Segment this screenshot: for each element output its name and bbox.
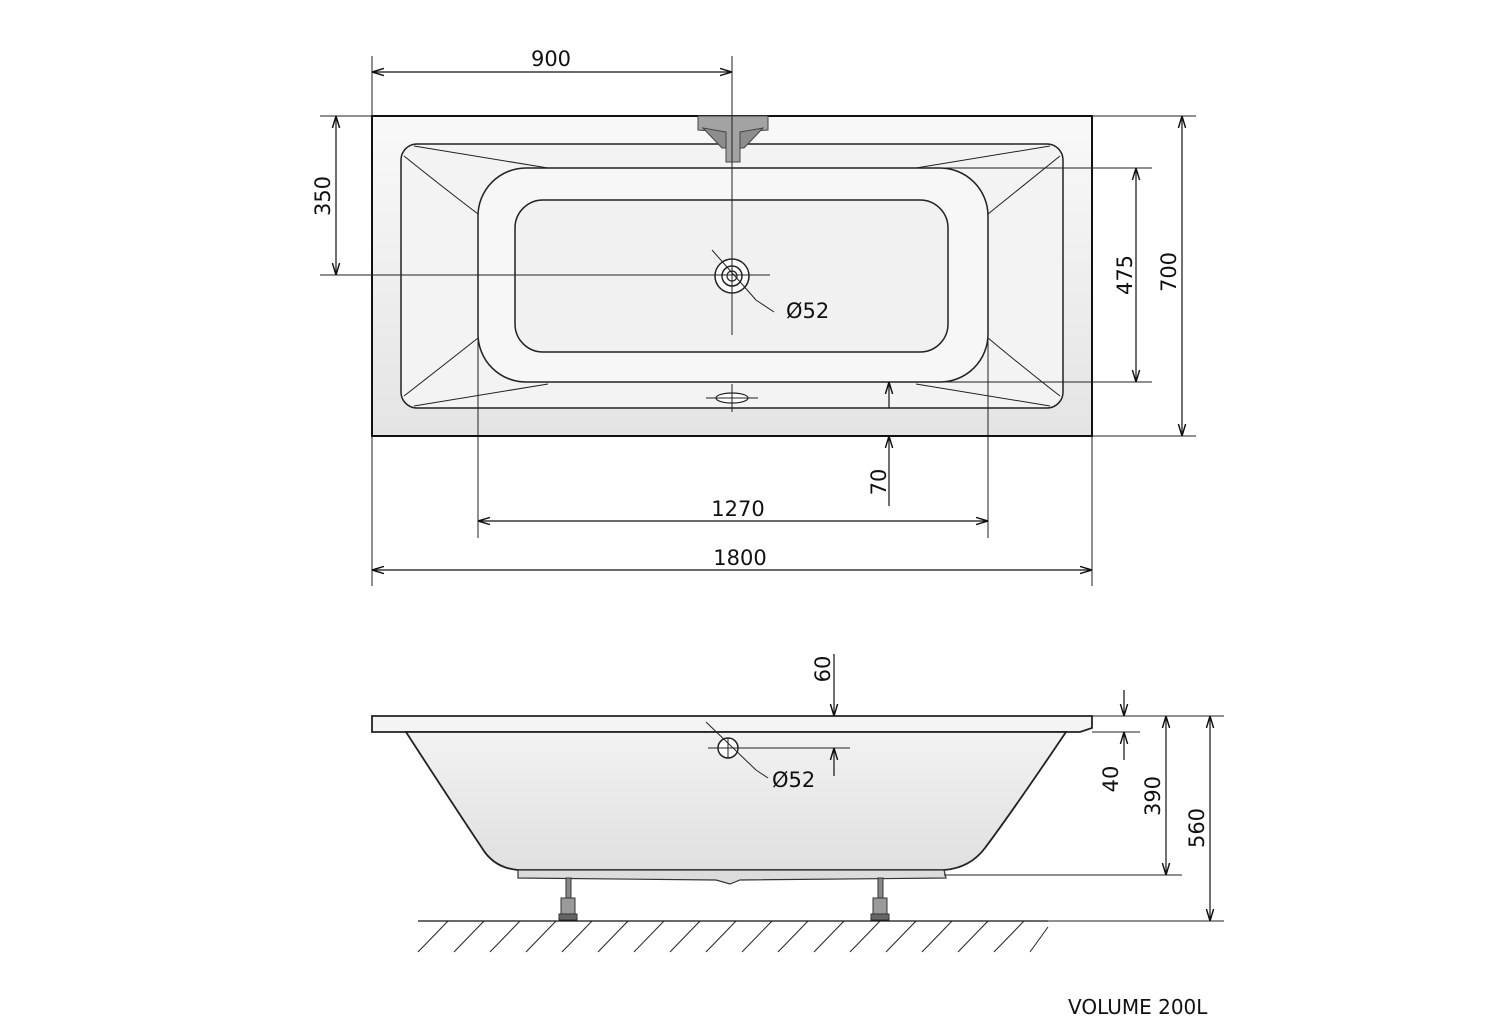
drain-diameter-label: Ø52: [786, 299, 829, 323]
dim-total-height: 560: [1185, 808, 1209, 848]
dim-width-total: 1800: [713, 546, 766, 570]
tub-slope-lines: [403, 145, 1061, 407]
tub-side-rim: [371, 715, 1093, 733]
dim-drain-offset: 70: [867, 469, 891, 496]
floor-hatching: [417, 920, 1049, 953]
tub-leg-right: [870, 877, 890, 921]
dim-height-total: 700: [1157, 252, 1181, 292]
overflow-diameter-label: Ø52: [772, 768, 815, 792]
overflow-side-icon: [705, 721, 850, 779]
tub-leg-left: [558, 877, 578, 921]
dim-inner-width: 475: [1113, 255, 1137, 295]
volume-label: VOLUME 200L: [1068, 995, 1208, 1016]
dim-inner-length: 1270: [711, 497, 764, 521]
tub-base-plate: [517, 869, 947, 885]
top-view: 900 350 475 700 70 1270 1800 Ø52: [311, 47, 1196, 586]
dim-overflow: 40: [1099, 766, 1123, 793]
side-view: Ø52 60 40 390 560: [371, 654, 1224, 953]
faucet-icon: [697, 115, 769, 163]
dim-height-half: 350: [311, 176, 335, 216]
dim-depth: 390: [1141, 776, 1165, 816]
dim-rim: 60: [811, 656, 835, 683]
dim-width-half: 900: [531, 47, 571, 71]
